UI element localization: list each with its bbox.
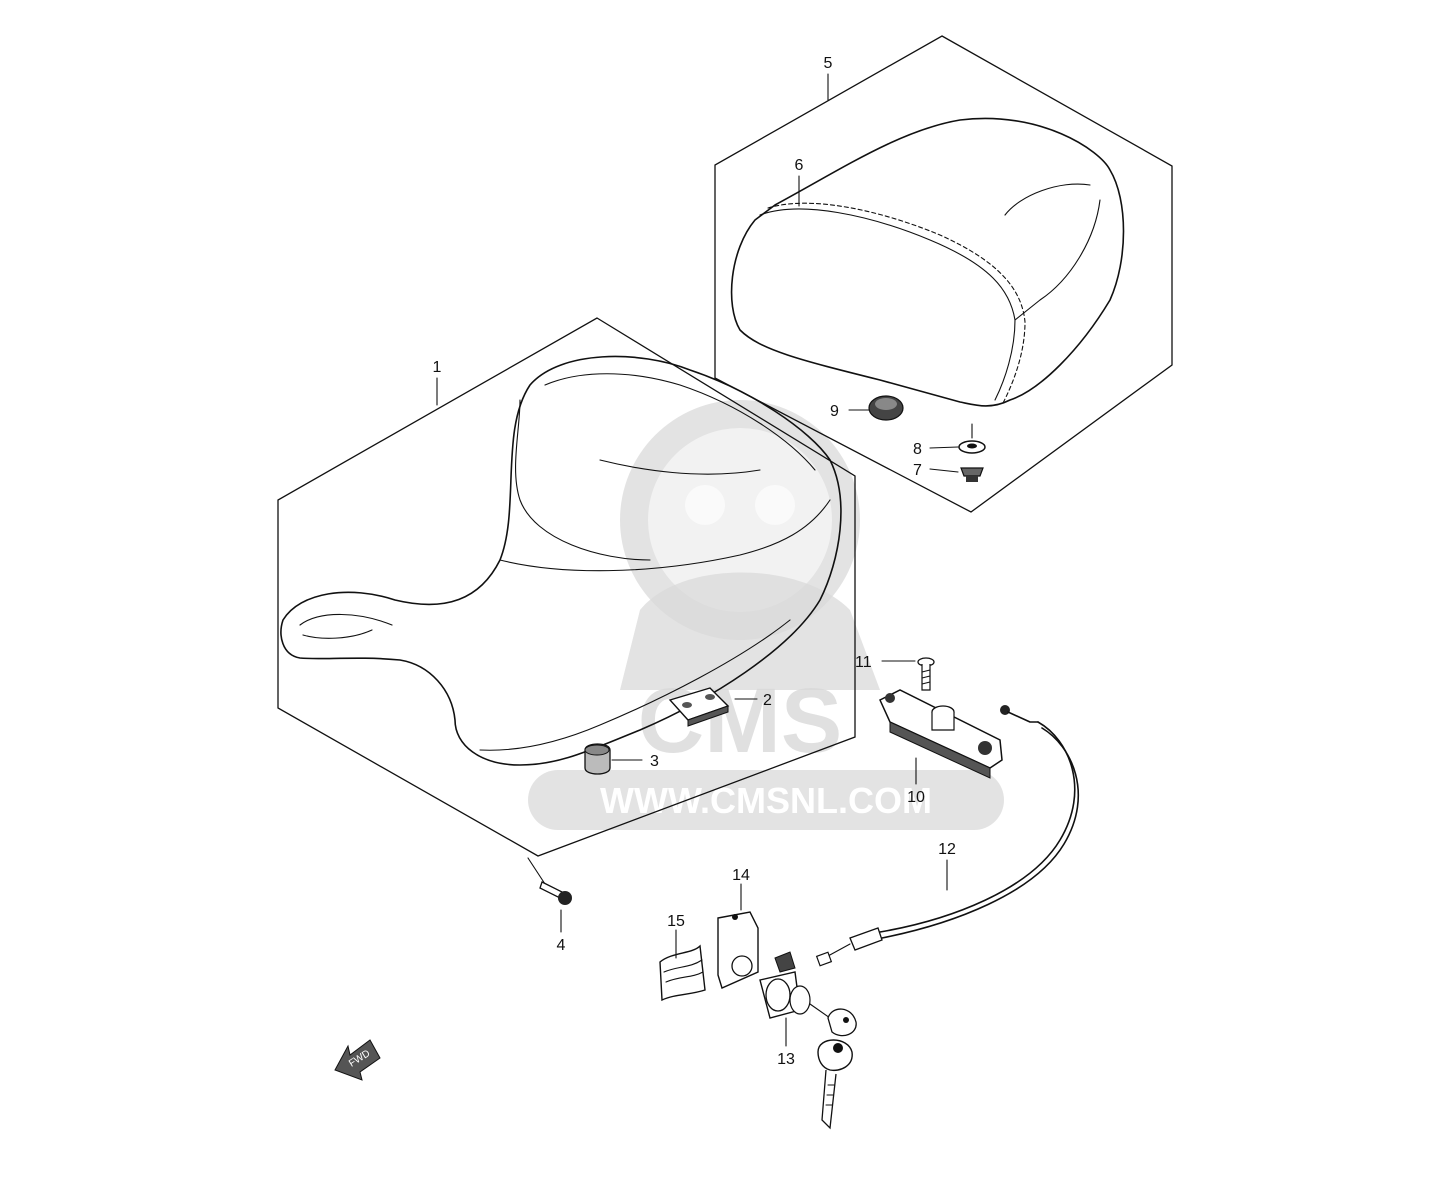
cable-part-12 — [815, 705, 1080, 967]
callout-12: 12 — [938, 841, 956, 858]
washer-part-8 — [958, 423, 986, 454]
watermark-url-text: WWW.CMSNL.COM — [600, 780, 932, 821]
callout-11: 11 — [855, 654, 872, 671]
callout-4: 4 — [557, 937, 566, 954]
callout-9: 9 — [830, 403, 839, 420]
front-seat — [280, 355, 842, 766]
callout-14: 14 — [732, 867, 750, 884]
callouts: 1 2 3 4 5 6 7 8 9 10 11 12 13 14 15 — [433, 55, 956, 1068]
callout-1: 1 — [433, 359, 442, 376]
plate-part-14 — [717, 911, 759, 989]
callout-7: 7 — [913, 462, 922, 479]
rear-seat-group-box — [714, 35, 1173, 513]
nut-part-7 — [960, 467, 984, 482]
damper-part-2 — [668, 687, 730, 727]
callout-13: 13 — [777, 1051, 795, 1068]
callout-2: 2 — [763, 692, 772, 709]
leader-lines — [436, 73, 959, 1047]
callout-15: 15 — [667, 913, 685, 930]
rear-seat — [730, 117, 1125, 407]
callout-8: 8 — [913, 441, 922, 458]
lock-set-part-13 — [759, 951, 857, 1130]
clip-part-15 — [659, 944, 706, 1002]
bolt-part-4 — [527, 857, 572, 905]
front-seat-group-box — [277, 317, 856, 857]
watermark-logo-text: CMS — [638, 670, 842, 772]
cushion-part-9 — [868, 395, 904, 421]
lock-bracket-part-10 — [879, 689, 1003, 779]
screw-part-11 — [917, 657, 935, 691]
cushion-part-3 — [584, 743, 611, 775]
callout-6: 6 — [795, 157, 804, 174]
callout-3: 3 — [650, 753, 659, 770]
fwd-arrow-icon: FWD — [334, 1039, 381, 1081]
callout-5: 5 — [824, 55, 833, 72]
callout-10: 10 — [907, 789, 925, 806]
